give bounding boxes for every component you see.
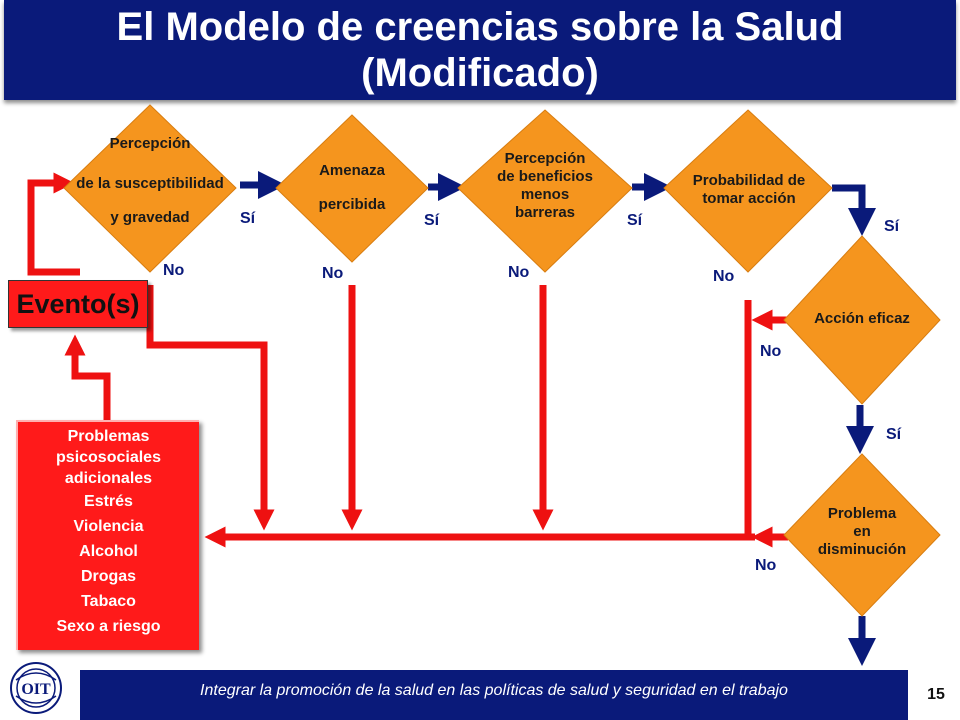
d3-line4: barreras — [514, 204, 576, 221]
diamond-problema — [783, 453, 941, 617]
footer-text: Integrar la promoción de la salud en las… — [200, 682, 788, 699]
d3-line1: Percepción — [504, 150, 586, 167]
no-label-4: No — [713, 268, 735, 285]
diamond-amenaza-label: Amenaza percibida — [292, 162, 412, 214]
d6-line3: disminución — [817, 541, 907, 558]
problemas-header-2: psicosociales — [56, 449, 161, 466]
footer-bar: Integrar la promoción de la salud en las… — [80, 670, 908, 720]
d1-line3: y gravedad — [110, 209, 190, 226]
si-label-3: Sí — [627, 212, 643, 229]
problemas-item: Drogas — [80, 568, 137, 585]
si-arrow-4 — [832, 184, 876, 236]
page-title: El Modelo de creencias sobre la Salud (M… — [0, 4, 960, 96]
title-line-1: El Modelo de creencias sobre la Salud — [116, 5, 844, 49]
diamond-accion-label: Acción eficaz — [800, 310, 924, 328]
diamond-probabilidad-label: Probabilidad de tomar acción — [674, 172, 824, 208]
diamond-susceptibilidad — [63, 104, 237, 273]
diamond-accion — [783, 235, 941, 405]
problemas-to-evento — [64, 334, 111, 420]
red-connectors — [27, 172, 790, 548]
d2-line1: Amenaza — [319, 162, 385, 179]
evento-to-susceptibilidad — [27, 172, 80, 276]
diamond-amenaza — [275, 114, 429, 263]
d6-line1: Problema — [827, 505, 897, 522]
si-label-1: Sí — [240, 210, 256, 227]
problemas-item: Estrés — [84, 493, 133, 510]
problemas-item: Alcohol — [79, 543, 138, 560]
page-number: 15 — [927, 686, 945, 703]
no-label-3: No — [508, 264, 530, 281]
problemas-item: Violencia — [73, 518, 144, 535]
no-label-1: No — [163, 262, 185, 279]
problemas-header-1: Problemas — [67, 428, 150, 445]
no-label-6: No — [755, 557, 777, 574]
diamond-beneficios-label: Percepción de beneficios menos barreras — [480, 150, 610, 222]
problemas-item: Sexo a riesgo — [56, 618, 161, 635]
evento-box: Evento(s) — [8, 280, 148, 328]
d5-line1: Acción eficaz — [814, 310, 910, 327]
decision-diamonds — [63, 104, 941, 617]
no-label-2: No — [322, 265, 344, 282]
d4-line1: Probabilidad de — [692, 172, 806, 189]
navy-connectors — [240, 171, 876, 666]
d2-line2: percibida — [318, 196, 386, 213]
diamond-problema-label: Problema en disminución — [800, 505, 924, 559]
no-label-5: No — [760, 343, 782, 360]
problemas-box: Problemas psicosociales adicionales Estr… — [16, 420, 199, 650]
d3-line3: menos — [520, 186, 570, 203]
diamond-susceptibilidad-label: Percepción de la susceptibilidad y grave… — [50, 135, 250, 227]
title-bar — [4, 0, 956, 100]
d1-line2: de la susceptibilidad — [76, 175, 224, 192]
problemas-item: Tabaco — [81, 593, 136, 610]
no-path-susceptibilidad — [146, 285, 275, 531]
d3-line2: de beneficios — [497, 168, 593, 185]
title-line-2: (Modificado) — [361, 51, 599, 95]
d4-line2: tomar acción — [702, 190, 796, 207]
diamond-probabilidad — [663, 109, 833, 273]
d6-line2: en — [853, 523, 871, 540]
d1-line1: Percepción — [109, 135, 191, 152]
si-label-4: Sí — [884, 218, 900, 235]
oit-logo-icon: OIT — [10, 662, 62, 714]
problemas-header-3: adicionales — [64, 470, 153, 487]
si-label-5: Sí — [886, 426, 902, 443]
oit-logo-text: OIT — [21, 681, 51, 698]
diamond-beneficios — [457, 109, 633, 273]
si-label-2: Sí — [424, 212, 440, 229]
